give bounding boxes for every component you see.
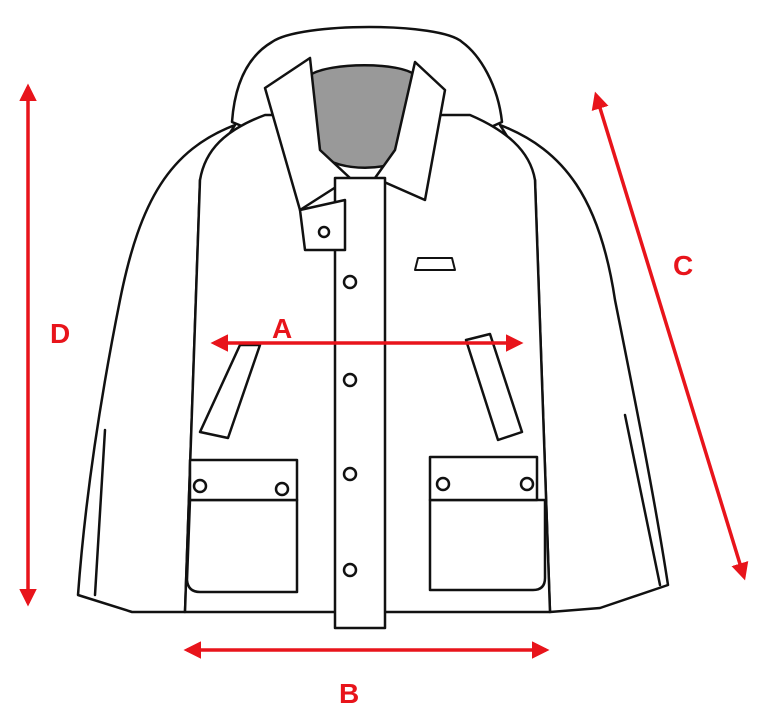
label-b: B [339, 678, 360, 709]
collar [263, 56, 352, 212]
label-d: D [50, 318, 71, 349]
label-c: C [673, 250, 694, 281]
left-cargo-pocket [185, 498, 299, 594]
right-cargo-pocket [428, 498, 547, 592]
left-sleeve [76, 123, 237, 614]
label-a: A [272, 313, 293, 344]
arrow-c [591, 91, 749, 581]
button [342, 466, 358, 482]
button [342, 274, 358, 290]
placket [333, 176, 387, 630]
button [342, 372, 358, 388]
button [342, 562, 358, 578]
